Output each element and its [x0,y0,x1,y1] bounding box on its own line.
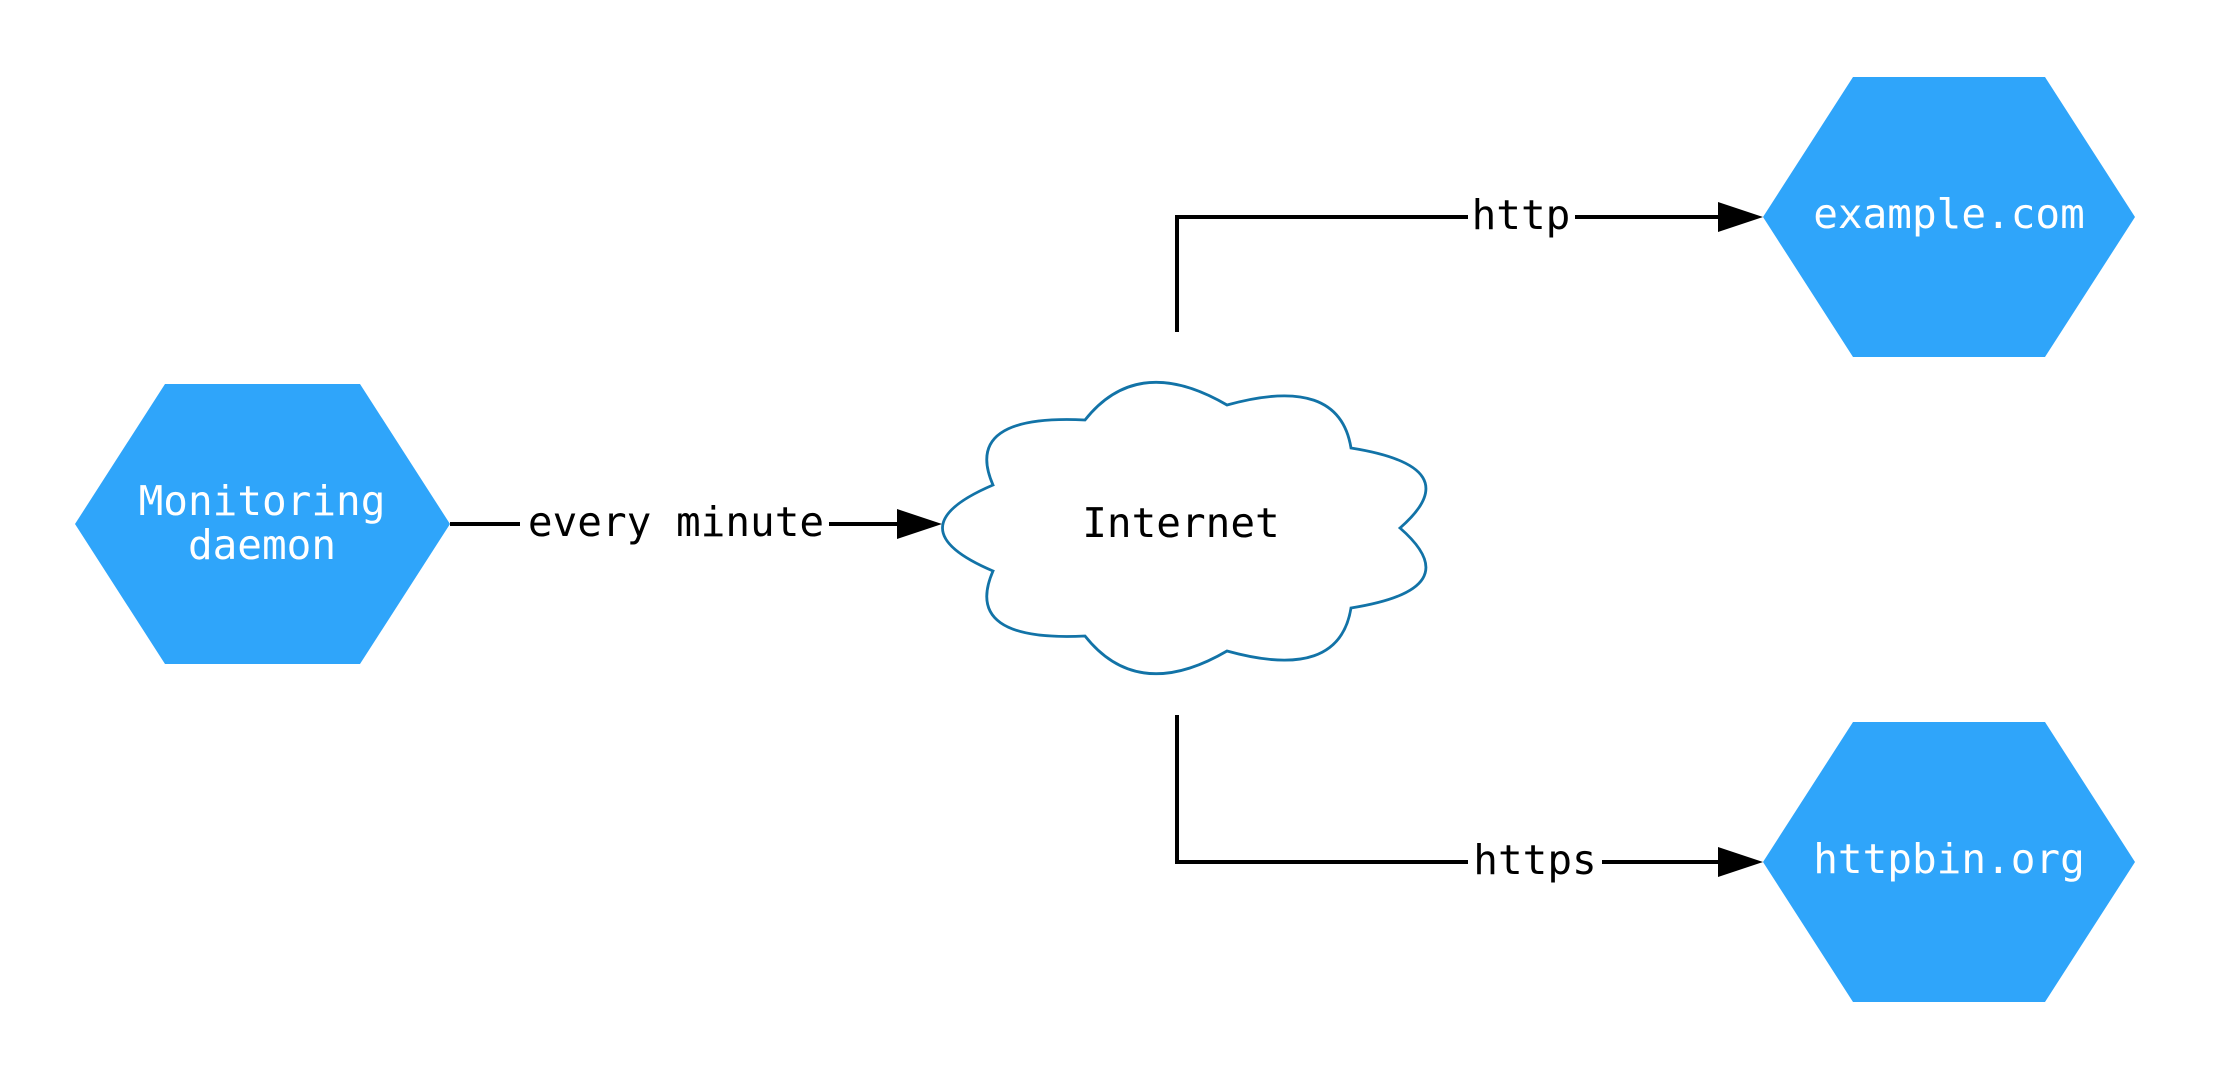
arrowhead-icon [897,509,942,539]
edge-internet-to-example: http [1175,191,1763,332]
edge-line [1175,215,1468,332]
node-internet: Internet [941,380,1428,676]
arrowhead-icon [1718,202,1763,232]
edge-internet-to-httpbin: https [1175,715,1763,884]
edge-label-http: http [1472,191,1571,239]
node-monitoring-daemon: Monitoring daemon [75,384,450,664]
edge-label-https: https [1473,836,1596,884]
arrowhead-icon [1718,847,1763,877]
edge-monitoring-to-internet: every minute [450,498,942,546]
node-httpbin-org: httpbin.org [1763,722,2135,1002]
edge-label-every-minute: every minute [528,498,824,546]
hexagon-shape [1763,722,2135,1002]
monitoring-daemon-label-line2: daemon [188,521,336,569]
edge-line [1175,715,1468,864]
cloud-shape [941,380,1428,676]
node-example-com: example.com [1763,77,2135,357]
internet-label: Internet [1082,499,1279,547]
monitoring-daemon-label-line1: Monitoring [139,477,386,525]
hexagon-shape [1763,77,2135,357]
hexagon-shape [75,384,450,664]
example-com-label: example.com [1813,190,2085,238]
httpbin-org-label: httpbin.org [1813,835,2085,883]
